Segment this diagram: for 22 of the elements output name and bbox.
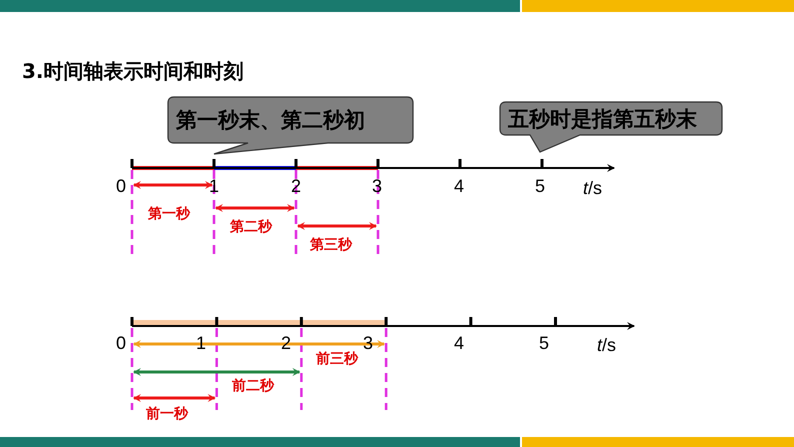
tick-label: 5 bbox=[539, 333, 550, 354]
tick-label: 2 bbox=[291, 176, 302, 197]
axis-unit-label: t/s bbox=[597, 335, 616, 356]
axis-unit-label: t/s bbox=[583, 178, 602, 199]
interval-label: 前三秒 bbox=[316, 350, 358, 368]
callout-text: 第一秒末、第二秒初 bbox=[176, 107, 365, 134]
interval-label: 第三秒 bbox=[310, 236, 352, 254]
callout-text: 五秒时是指第五秒末 bbox=[508, 106, 697, 132]
interval-label: 前一秒 bbox=[146, 405, 188, 423]
tick-label: 4 bbox=[454, 176, 464, 197]
callout-bubble bbox=[500, 102, 722, 153]
interval-label: 第二秒 bbox=[230, 218, 272, 236]
tick-label: 3 bbox=[372, 176, 382, 197]
tick-label: 0 bbox=[116, 176, 126, 197]
callout-bubble bbox=[168, 97, 413, 155]
heading: 3.时间轴表示时间和时刻 bbox=[22, 58, 244, 85]
tick-label: 1 bbox=[209, 176, 220, 197]
tick-label: 5 bbox=[535, 176, 546, 197]
tick-label: 4 bbox=[454, 333, 464, 354]
interval-label: 前二秒 bbox=[232, 377, 274, 395]
tick-label: 0 bbox=[116, 333, 126, 354]
interval-label: 第一秒 bbox=[148, 205, 190, 223]
